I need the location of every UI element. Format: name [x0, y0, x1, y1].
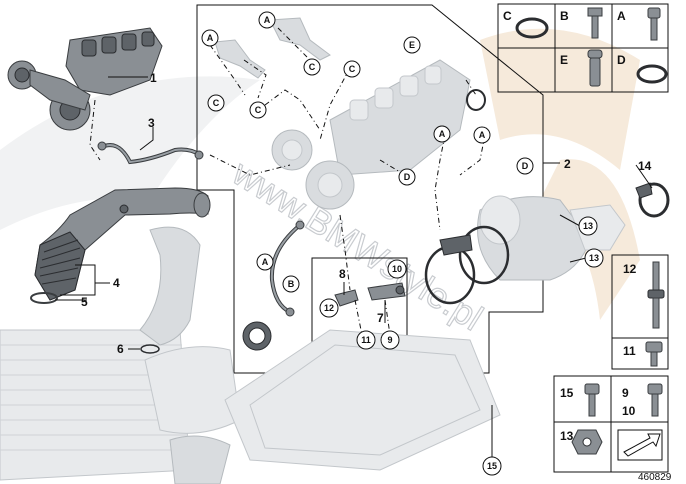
- svg-text:13: 13: [583, 221, 593, 231]
- svg-text:B: B: [560, 9, 569, 23]
- intercooler-ghost: [0, 226, 241, 484]
- part-label-14: 14: [638, 159, 652, 173]
- leader-lines: [55, 76, 653, 460]
- svg-text:E: E: [560, 53, 568, 67]
- hose-clamp-part[interactable]: [30, 292, 58, 304]
- svg-text:D: D: [522, 161, 529, 171]
- svg-text:B: B: [288, 279, 295, 289]
- svg-text:C: C: [349, 64, 356, 74]
- callout-b: B: [282, 275, 300, 293]
- bolt-11-icon: [645, 341, 663, 367]
- bracket-part[interactable]: [334, 289, 359, 307]
- part-label-1: 1: [150, 71, 157, 85]
- svg-text:10: 10: [622, 404, 636, 418]
- svg-text:13: 13: [560, 429, 574, 443]
- svg-text:E: E: [409, 40, 415, 50]
- svg-text:A: A: [617, 9, 626, 23]
- svg-text:13: 13: [589, 253, 599, 263]
- seal-ring-part[interactable]: [242, 321, 272, 351]
- o-ring-part[interactable]: [140, 344, 160, 354]
- stud-12-icon: [647, 261, 665, 329]
- svg-text:11: 11: [361, 335, 371, 345]
- callout-a-4: A: [473, 126, 491, 144]
- fastener-legend-mid: 12 11: [611, 254, 669, 370]
- oil-feed-line-part[interactable]: [97, 141, 204, 165]
- callout-c-3: C: [207, 94, 225, 112]
- svg-text:D: D: [404, 172, 411, 182]
- hose-clamp-14-part[interactable]: [635, 182, 670, 218]
- part-label-8: 8: [339, 267, 346, 281]
- bolt-b-icon: [587, 7, 603, 39]
- callout-c-1: C: [303, 58, 321, 76]
- callout-d-2: D: [516, 157, 534, 175]
- heat-shield-ghost: [224, 329, 501, 471]
- document-number: 460829: [638, 472, 672, 483]
- callout-e: E: [403, 36, 421, 54]
- callout-11: 11: [356, 330, 376, 350]
- callout-a-2: A: [258, 11, 276, 29]
- callout-12: 12: [319, 298, 339, 318]
- charge-air-hose-part[interactable]: [34, 187, 211, 301]
- gasket-d-icon: [636, 64, 668, 84]
- callout-13-a: 13: [578, 216, 598, 236]
- part-label-7: 7: [377, 311, 384, 325]
- part-label-3: 3: [148, 116, 155, 130]
- svg-text:C: C: [309, 62, 316, 72]
- svg-text:C: C: [503, 9, 512, 23]
- turbocharger-manifold-part[interactable]: [7, 27, 163, 131]
- svg-text:15: 15: [487, 461, 497, 471]
- svg-text:11: 11: [623, 344, 636, 358]
- svg-text:12: 12: [623, 262, 637, 276]
- svg-text:A: A: [479, 130, 486, 140]
- bolt-a-icon: [647, 7, 661, 41]
- callout-10: 10: [387, 259, 407, 279]
- svg-text:9: 9: [387, 335, 392, 345]
- svg-text:C: C: [213, 98, 220, 108]
- fastener-legend-bottom: 15 9 10 13: [553, 375, 669, 473]
- part-label-5: 5: [81, 295, 88, 309]
- svg-text:A: A: [439, 129, 446, 139]
- part-label-6: 6: [117, 342, 124, 356]
- callout-a-1: A: [201, 29, 219, 47]
- svg-text:D: D: [617, 53, 626, 67]
- svg-text:A: A: [207, 33, 214, 43]
- callout-9: 9: [380, 330, 400, 350]
- callout-a-5: A: [256, 253, 274, 271]
- callout-c-4: C: [249, 101, 267, 119]
- part-label-4: 4: [113, 276, 120, 290]
- svg-text:A: A: [262, 257, 269, 267]
- exhaust-turbocharger-part[interactable]: [214, 17, 471, 210]
- oil-return-line-part[interactable]: [269, 220, 305, 317]
- nut-13-icon: [571, 429, 603, 455]
- sensor-holder-part[interactable]: [367, 282, 406, 301]
- svg-text:C: C: [255, 105, 262, 115]
- callout-13-b: 13: [584, 248, 604, 268]
- fastener-legend-top: C B A E D: [497, 3, 669, 93]
- catalytic-converter-ghost: [477, 195, 626, 281]
- svg-text:9: 9: [622, 386, 629, 400]
- svg-text:12: 12: [324, 303, 334, 313]
- bolt-9-icon: [647, 383, 663, 417]
- svg-text:A: A: [264, 15, 271, 25]
- callout-15: 15: [482, 456, 502, 476]
- callout-d-1: D: [398, 168, 416, 186]
- bolt-15-icon: [584, 383, 600, 417]
- callout-a-3: A: [433, 125, 451, 143]
- gasket-e-part[interactable]: [466, 89, 486, 111]
- svg-text:10: 10: [392, 264, 402, 274]
- turbo-assembly-frame: [196, 4, 544, 374]
- seal-ring-c-icon: [515, 17, 549, 39]
- v-band-clamp-part[interactable]: [424, 225, 510, 305]
- svg-text:15: 15: [560, 386, 574, 400]
- sleeve-e-icon: [587, 49, 603, 87]
- callout-c-2: C: [343, 60, 361, 78]
- part-label-2: 2: [564, 157, 571, 171]
